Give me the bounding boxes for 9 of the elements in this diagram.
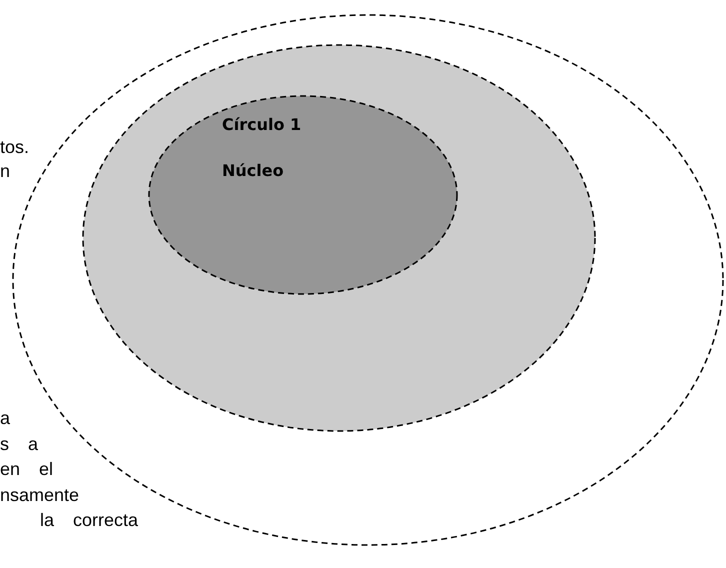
text-fragment: a xyxy=(0,407,10,429)
text-fragment: nsamente xyxy=(0,484,80,506)
text-fragment: n xyxy=(0,160,10,182)
ellipse-label: Núcleo xyxy=(222,161,284,181)
text-fragment: en el xyxy=(0,458,54,480)
ellipse-label: Círculo 1 xyxy=(222,115,302,135)
text-fragment: la correcta xyxy=(40,509,138,531)
text-fragment: tos. xyxy=(0,136,30,158)
text-fragment: s a xyxy=(0,433,38,455)
